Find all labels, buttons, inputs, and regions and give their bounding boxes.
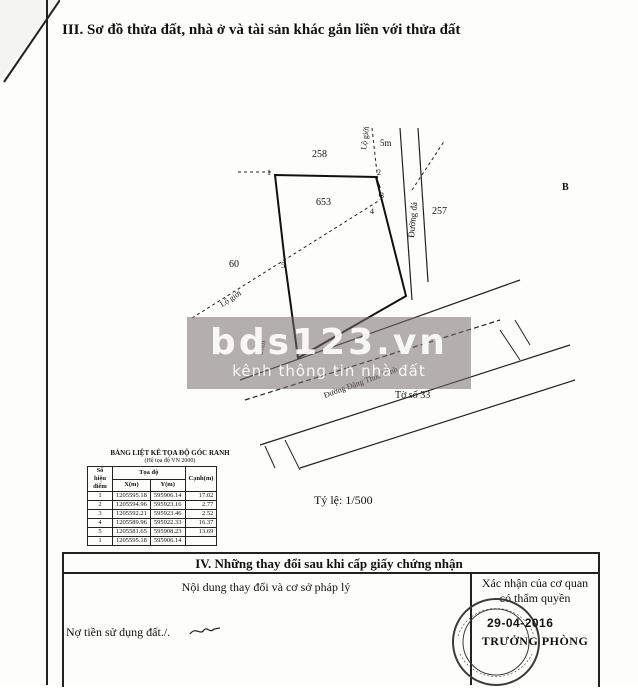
point-label-3: 3 [380, 191, 384, 200]
scan-left-border [46, 0, 48, 685]
coord-cell-point: 3 [87, 509, 113, 519]
coord-cell-y: 595908.23 [149, 527, 186, 537]
neighbor-label-left: 60 [229, 259, 239, 270]
dimension-5m: 5m [380, 138, 392, 148]
coord-cell-edge: 2.77 [184, 500, 218, 510]
coord-cell-y: 595922.33 [149, 518, 186, 528]
scale-label: Tỷ lệ: 1/500 [314, 493, 373, 507]
point-label-4: 4 [370, 207, 374, 216]
lo-gioi-left-label: Lộ giới [218, 288, 243, 309]
coord-cell-x: 1205595.18 [112, 491, 151, 501]
section-4-column-divider [470, 572, 472, 685]
signer-title: TRƯỞNG PHÒNG [481, 634, 589, 648]
edge-letter: B [562, 182, 569, 193]
coord-cell-point: 2 [87, 500, 113, 510]
col-coord-header: Tọa độ [112, 466, 186, 480]
section-4-header-rule [62, 572, 598, 574]
watermark-subtitle: kênh thông tin nhà đất [232, 362, 426, 380]
watermark-box [187, 317, 471, 389]
coord-cell-x: 1205595.18 [112, 536, 151, 546]
confirmation-header-line1: Xác nhận của cơ quan [481, 576, 589, 590]
section-4-frame [62, 552, 600, 687]
parcel-number: 653 [316, 197, 331, 208]
road-ticks [264, 319, 531, 471]
lo-gioi-top-label: Lộ giới [359, 125, 371, 150]
changes-column-header: Nội dung thay đổi và cơ sở pháp lý [181, 580, 351, 594]
coord-cell-y: 595923.46 [149, 509, 186, 519]
coord-cell-x: 1205592.21 [112, 509, 151, 519]
coord-cell-edge: 16.37 [184, 518, 218, 528]
section-3-title: III. Sơ đồ thửa đất, nhà ở và tài sản kh… [62, 22, 461, 38]
coord-cell-point: 1 [87, 536, 113, 546]
neighbor-label-top: 258 [312, 149, 327, 160]
confirmation-header-line2: có thẩm quyền [499, 591, 571, 605]
coord-cell-x: 1205581.65 [112, 527, 151, 537]
col-x-header: X(m) [112, 478, 151, 492]
col-edge-header: Cạnh(m) [184, 466, 218, 492]
coord-cell-x: 1205594.96 [112, 500, 151, 510]
point-label-1: 1 [267, 168, 271, 177]
coord-cell-edge [184, 536, 218, 546]
scan-fold-corner [0, 0, 60, 83]
point-label-2: 2 [377, 168, 381, 177]
col-point-header: Số hiệu điểm [87, 466, 113, 492]
coord-cell-point: 5 [87, 527, 113, 537]
neighbor-label-right: 257 [432, 206, 447, 217]
setback-line-right [411, 139, 446, 191]
gravel-road [399, 127, 429, 301]
initials-signature [189, 627, 221, 635]
setback-line-left [191, 199, 381, 319]
sheet-number: Tờ số 33 [395, 390, 430, 401]
debt-note: Nợ tiền sử dụng đất./. [66, 625, 171, 639]
point-label-5: 5 [281, 261, 285, 270]
col-y-header: Y(m) [149, 478, 186, 492]
coord-cell-y: 595906.14 [149, 491, 186, 501]
coord-table-caption: BẢNG LIỆT KÊ TỌA ĐỘ GÓC RANH [110, 449, 230, 457]
coord-cell-x: 1205589.96 [112, 518, 151, 528]
section-4-title: IV. Những thay đổi sau khi cấp giấy chứn… [195, 556, 463, 571]
coord-cell-point: 1 [87, 491, 113, 501]
coord-cell-y: 595923.16 [149, 500, 186, 510]
coord-cell-point: 4 [87, 518, 113, 528]
coord-cell-edge: 17.02 [184, 491, 218, 501]
watermark-title: bds123.vn [210, 322, 448, 363]
coord-table-subcaption: (Hệ tọa độ VN 2000) [144, 458, 196, 464]
coord-cell-y: 595906.14 [149, 536, 186, 546]
stamp-date: 29-04-2016 [487, 616, 554, 630]
road-dat-label: Đường đá [406, 202, 419, 239]
coord-cell-edge: 13.69 [184, 527, 218, 537]
coord-cell-edge: 2.52 [184, 509, 218, 519]
